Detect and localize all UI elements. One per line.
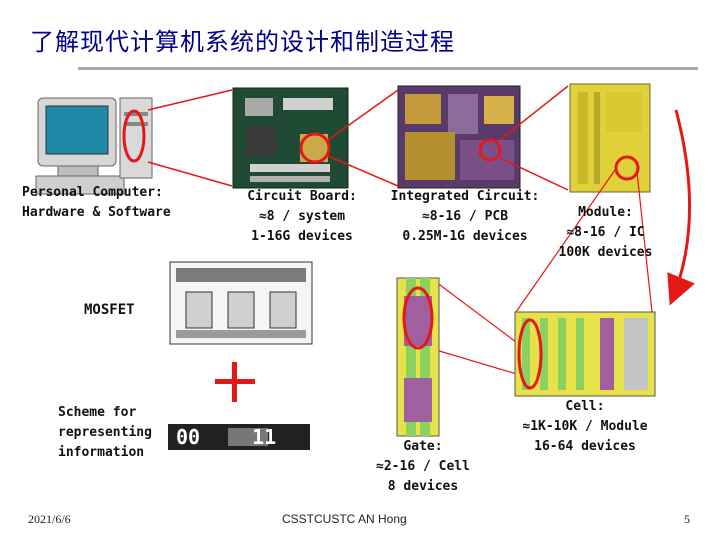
- computer-icon: [35, 97, 153, 195]
- mosfet-diagram: [169, 261, 313, 345]
- binary-digit: 0: [188, 425, 201, 449]
- footer-center: CSSTCUSTC AN Hong: [282, 512, 407, 526]
- binary-digit: 0: [176, 425, 189, 449]
- page-number: 5: [684, 512, 690, 526]
- footer-date: 2021/6/6: [28, 512, 71, 526]
- binary-digit: 1: [252, 425, 265, 449]
- binary-digit: 1: [264, 425, 277, 449]
- binary-strip: [168, 424, 310, 450]
- mosfet-label: MOSFET: [84, 302, 135, 318]
- circuit-board-image: [232, 87, 349, 189]
- pc-label: Personal Computer:Hardware & Software: [22, 185, 171, 220]
- title-underline: [78, 67, 698, 70]
- plus-icon: [215, 362, 255, 402]
- module-layout-image: [569, 83, 651, 193]
- binary-digits: 00 11: [176, 425, 276, 449]
- gate-layout-image: [396, 277, 440, 437]
- ic-die-image: [397, 85, 521, 189]
- slide-title: 了解现代计算机系统的设计和制造过程: [30, 28, 455, 56]
- cell-layout-image: [514, 311, 656, 397]
